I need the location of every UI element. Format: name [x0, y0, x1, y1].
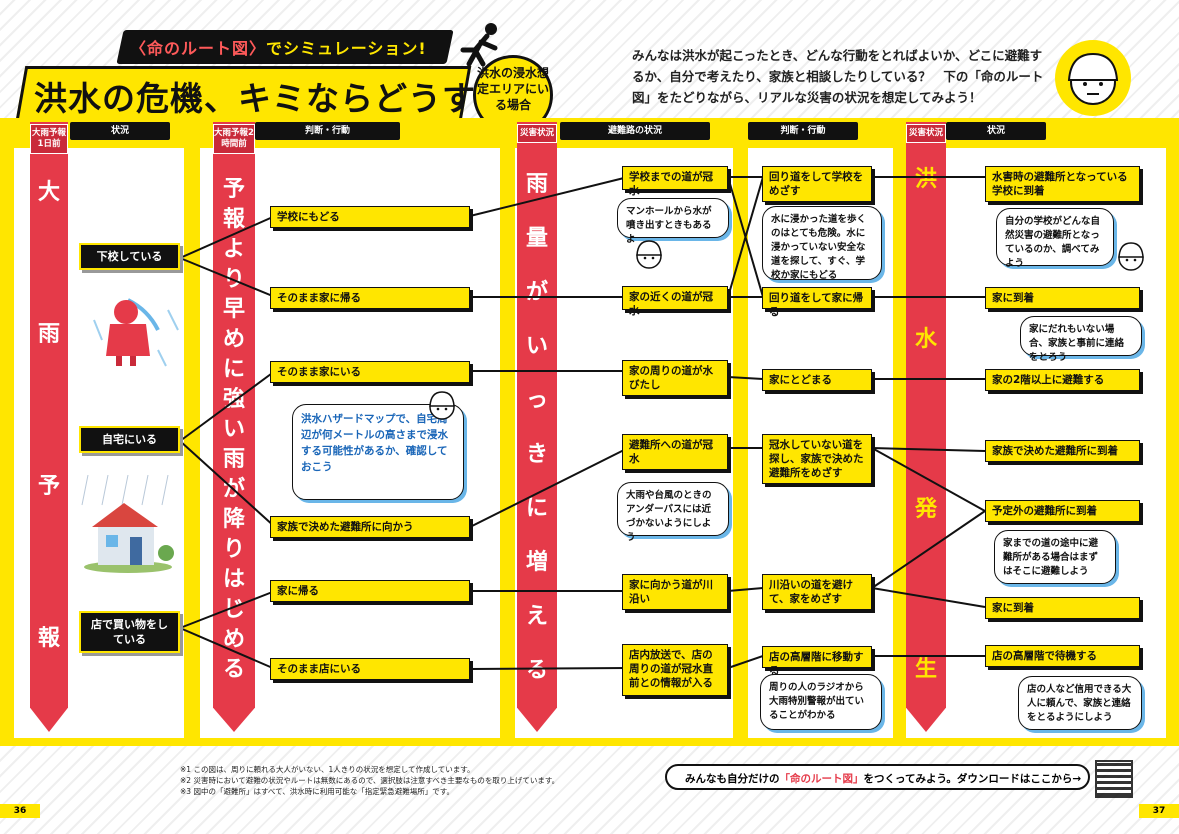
situation-shopping: 店で買い物をしている — [79, 611, 180, 653]
helmet-child-icon — [425, 388, 459, 422]
helmet-child-icon — [1114, 238, 1148, 274]
contact-family-bubble: 家にだれもいない場合、家族と事前に連絡をとろう — [1020, 316, 1142, 356]
outcome-home: 家に到着 — [985, 287, 1140, 309]
action-upper-floor: 店の高層階に移動する — [762, 646, 872, 668]
manhole-bubble: マンホールから水が噴き出すときもあるよ — [617, 198, 729, 238]
action-stay-in-home: 家にとどまる — [762, 369, 872, 391]
road-school-flooded: 学校までの道が冠水 — [622, 166, 728, 190]
trusted-adult-bubble: 店の人など信用できる大人に頼んで、家族と連絡をとるようにしよう — [1018, 676, 1142, 730]
school-shelter-bubble: 自分の学校がどんな自然災害の避難所となっているのか、調べてみよう — [996, 208, 1114, 266]
helmet-child-icon — [632, 236, 666, 272]
action-detour-home: 回り道をして家に帰る — [762, 287, 872, 309]
footnote: ※1 この図は、周りに頼れる大人がいない、1人きりの状況を想定して作成しています… — [180, 764, 559, 775]
midway-shelter-bubble: 家までの道の途中に避難所がある場合はまずはそこに避難しよう — [994, 530, 1116, 584]
situation-leaving-school: 下校している — [79, 243, 180, 270]
outcome-family-shelter: 家族で決めた避難所に到着 — [985, 440, 1140, 462]
radio-warning-bubble: 周りの人のラジオから大雨特別警報が出ていることがわかる — [760, 674, 882, 730]
cta-pre: みんなも自分だけの — [685, 773, 780, 785]
footnotes: ※1 この図は、周りに頼れる大人がいない、1人きりの状況を想定して作成しています… — [180, 764, 559, 797]
house-in-rain-illustration — [78, 475, 178, 575]
action-return-home: 家に帰る — [270, 580, 470, 602]
outcome-home-2: 家に到着 — [985, 597, 1140, 619]
outcome-store-wait: 店の高層階で待機する — [985, 645, 1140, 667]
download-cta[interactable]: みんなも自分だけの「命のルート図」をつくってみよう。ダウンロードはここから→ — [665, 764, 1090, 790]
action-go-shelter: 家族で決めた避難所に向かう — [270, 516, 470, 538]
action-stay-store: そのまま店にいる — [270, 658, 470, 680]
cta-route-map: 「命のルート図」 — [780, 773, 864, 785]
page-number-right: 37 — [1139, 804, 1179, 818]
situation-at-home: 自宅にいる — [79, 426, 180, 453]
page-number-left: 36 — [0, 804, 40, 818]
underpass-bubble: 大雨や台風のときのアンダーパスには近づかないようにしよう — [617, 482, 729, 536]
road-store-announcement: 店内放送で、店の周りの道が冠水直前との情報が入る — [622, 644, 728, 696]
action-stay-home: そのまま家にいる — [270, 361, 470, 383]
road-shelter-flooded: 避難所への道が冠水 — [622, 434, 728, 470]
outcome-upper-floor: 家の2階以上に避難する — [985, 369, 1140, 391]
action-find-safe-road: 冠水していない道を探し、家族で決めた避難所をめざす — [762, 434, 872, 484]
road-home-flooded: 家の近くの道が冠水 — [622, 286, 728, 310]
outcome-unplanned-shelter: 予定外の避難所に到着 — [985, 500, 1140, 522]
action-go-home: そのまま家に帰る — [270, 287, 470, 309]
cta-post: をつくってみよう。ダウンロードはここから→ — [864, 773, 1082, 785]
action-avoid-river: 川沿いの道を避けて、家をめざす — [762, 574, 872, 610]
road-riverside: 家に向かう道が川沿い — [622, 574, 728, 610]
footnote: ※2 災害時において避難の状況やルートは無数にあるので、選択肢は注意すべき主要な… — [180, 775, 559, 786]
girl-in-rain-illustration — [88, 290, 188, 370]
qr-code-icon[interactable] — [1095, 760, 1133, 798]
action-return-school: 学校にもどる — [270, 206, 470, 228]
action-detour-school: 回り道をして学校をめざす — [762, 166, 872, 202]
flooded-road-bubble: 水に浸かった道を歩くのはとても危険。水に浸かっていない安全な道を探して、すぐ、学… — [762, 206, 882, 280]
footnote: ※3 図中の「避難所」はすべて、洪水時に利用可能な「指定緊急避難場所」です。 — [180, 786, 559, 797]
road-home-soaked: 家の周りの道が水びたし — [622, 360, 728, 396]
outcome-school-shelter: 水害時の避難所となっている学校に到着 — [985, 166, 1140, 202]
